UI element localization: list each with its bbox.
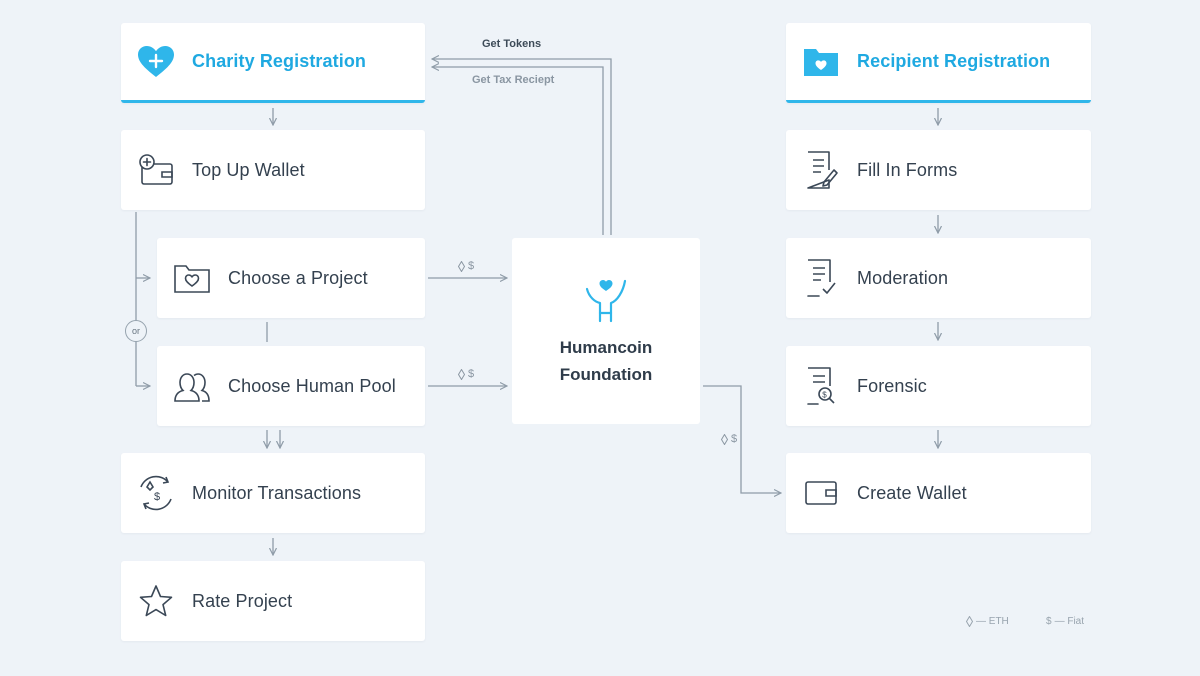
charity-registration-card[interactable]: Charity Registration [121,23,425,103]
currency-marker-pool: $ [458,368,474,380]
get-tokens-label: Get Tokens [482,38,542,50]
create-wallet-label: Create Wallet [857,482,967,503]
humancoin-logo-icon [583,275,629,328]
humancoin-foundation-card[interactable]: Humancoin Foundation [512,238,700,424]
wallet-icon [801,473,841,513]
create-wallet-card[interactable]: Create Wallet [786,453,1091,533]
rate-project-label: Rate Project [192,590,293,611]
legend-eth-label: — ETH [976,616,1009,627]
document-search-icon: $ [801,366,841,406]
currency-marker-project: $ [458,260,474,272]
eth-icon [966,616,973,627]
folder-heart-blue-icon [801,42,841,82]
forensic-card[interactable]: $ Forensic [786,346,1091,426]
recipient-registration-card[interactable]: Recipient Registration [786,23,1091,103]
currency-symbol: $ [468,368,475,380]
currency-symbol: $ [468,260,475,272]
eth-icon [458,368,465,380]
choose-project-label: Choose a Project [228,267,368,288]
form-edit-icon [801,150,841,190]
currency-marker-wallet: $ [721,433,737,445]
svg-text:$: $ [154,491,160,503]
exchange-cycle-icon: $ [136,473,176,513]
legend-fiat-label: — Fiat [1054,616,1085,627]
charity-registration-label: Charity Registration [192,51,367,71]
foundation-title-line2: Foundation [559,364,653,384]
choose-human-pool-label: Choose Human Pool [228,375,396,396]
eth-icon [721,433,728,445]
or-label: or [131,326,140,336]
or-badge: or [125,320,147,342]
moderation-card[interactable]: Moderation [786,238,1091,318]
rate-project-card[interactable]: Rate Project [121,561,425,641]
choose-human-pool-card[interactable]: Choose Human Pool [157,346,425,426]
star-icon [136,581,176,621]
legend-fiat: $ — Fiat [1046,616,1084,627]
legend-fiat-symbol: $ [1046,616,1052,627]
wallet-plus-icon [136,150,176,190]
folder-heart-icon [172,258,212,298]
currency-symbol: $ [731,433,738,445]
eth-icon [458,260,465,272]
heart-plus-icon [136,42,176,82]
monitor-transactions-card[interactable]: $ Monitor Transactions [121,453,425,533]
people-icon [172,366,212,406]
legend-eth: — ETH [966,616,1009,627]
fill-in-forms-card[interactable]: Fill In Forms [786,130,1091,210]
checklist-icon [801,258,841,298]
fill-in-forms-label: Fill In Forms [857,159,958,180]
get-tax-receipt-label: Get Tax Reciept [472,74,555,86]
svg-text:$: $ [822,391,827,400]
arrow-foundation-to-wallet [703,385,781,493]
forensic-label: Forensic [857,375,927,396]
choose-project-card[interactable]: Choose a Project [157,238,425,318]
foundation-title-line1: Humancoin [559,337,653,357]
top-up-wallet-label: Top Up Wallet [192,159,305,180]
monitor-transactions-label: Monitor Transactions [192,482,362,503]
top-up-wallet-card[interactable]: Top Up Wallet [121,130,425,210]
arrow-get-tax-receipt [432,67,604,235]
recipient-registration-label: Recipient Registration [857,51,1051,71]
moderation-label: Moderation [857,267,949,288]
